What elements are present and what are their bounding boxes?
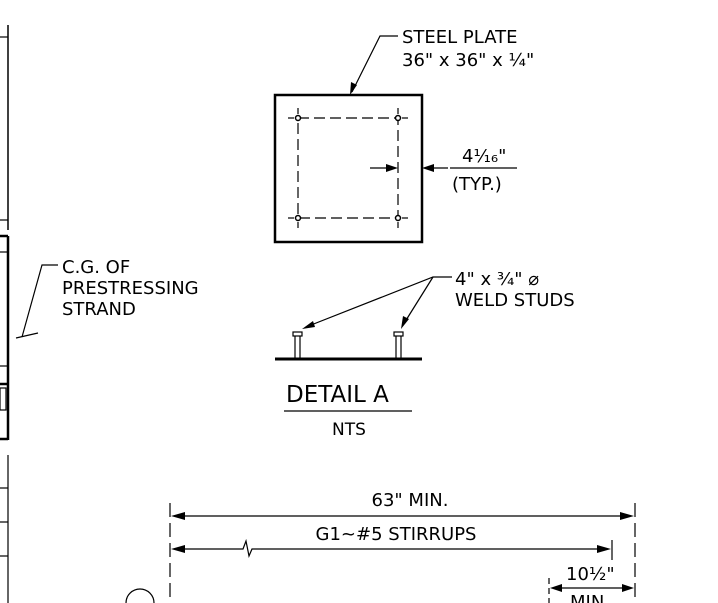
steel-plate-label-line2: 36" x 36" x ¼" <box>402 50 534 71</box>
offset-note-label: (TYP.) <box>452 174 502 195</box>
end-dimension-label: 10½" <box>566 564 615 585</box>
stirrups-dimension-line <box>175 538 607 559</box>
offset-arrowhead-inner <box>386 164 398 172</box>
overall-arrow-left <box>171 512 185 520</box>
stirrups-arrow-left <box>171 545 185 553</box>
end-dimension-note: MIN. <box>570 592 610 603</box>
left-edge-partial-geometry <box>0 25 10 603</box>
dimension-extension-lines <box>169 503 636 603</box>
offset-arrowhead-outer <box>422 164 434 172</box>
stud-ticks <box>288 108 408 228</box>
weld-stud-right <box>393 331 404 358</box>
overall-arrow-right <box>620 512 634 520</box>
detail-scale: NTS <box>332 420 366 440</box>
partial-circle-marker <box>125 588 155 603</box>
cg-label-line1: C.G. OF <box>62 257 130 278</box>
end-arrow-left <box>550 584 562 592</box>
offset-value-label: 4¹⁄₁₆" <box>462 146 506 167</box>
cg-label-line2: PRESTRESSING <box>62 278 199 299</box>
weld-studs-arrowhead-left <box>302 321 315 329</box>
end-arrow-right <box>622 584 634 592</box>
detail-title: DETAIL A <box>286 382 389 408</box>
steel-plate-leader <box>351 35 398 93</box>
weld-studs-label-line1: 4" x ¾" ⌀ <box>455 269 539 290</box>
steel-plate-label-line1: STEEL PLATE <box>402 27 518 48</box>
cg-leader <box>15 264 58 339</box>
weld-stud-left <box>292 331 303 358</box>
weld-studs-arrowhead-right <box>401 316 409 329</box>
stud-points <box>294 114 402 222</box>
steel-plate-leader-arrowhead <box>350 82 357 95</box>
cg-label-line3: STRAND <box>62 299 136 320</box>
stirrups-arrow-right <box>597 545 611 553</box>
overall-dimension-label: 63" MIN. <box>372 490 449 511</box>
weld-studs-label-line2: WELD STUDS <box>455 290 575 311</box>
weld-studs-leaders <box>305 276 452 328</box>
stirrups-dimension-label: G1~#5 STIRRUPS <box>316 524 477 545</box>
